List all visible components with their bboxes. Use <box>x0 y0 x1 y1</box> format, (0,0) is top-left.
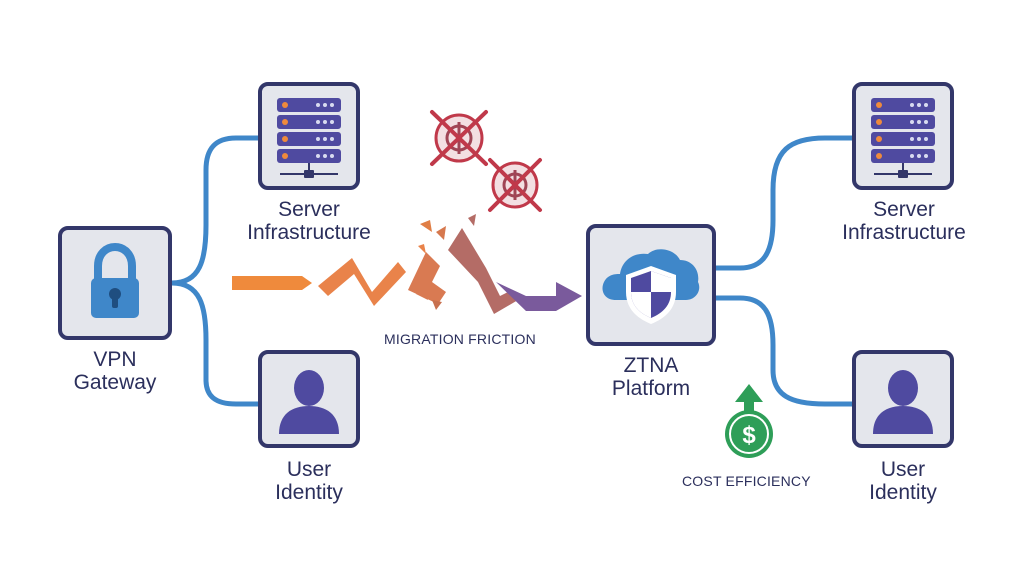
server-rack-icon <box>871 98 935 178</box>
shard <box>468 214 476 226</box>
shard <box>436 226 446 240</box>
user-left-label-line2: Identity <box>275 481 343 504</box>
vpn-gateway-label-line1: VPN <box>93 348 137 371</box>
migration-arrow <box>232 214 582 314</box>
wire-ztna-to-user <box>713 295 857 407</box>
wire-ztna-to-server <box>713 135 857 271</box>
vpn-gateway-label: VPN Gateway <box>58 348 172 394</box>
vpn-gateway-label-line2: Gateway <box>73 371 157 394</box>
user-left-label-line1: User <box>286 458 332 481</box>
server-left-node <box>258 82 360 190</box>
arrow-segment-zigzag-1 <box>318 258 406 306</box>
blocked-cost-icon-1 <box>430 110 488 166</box>
shard <box>420 220 432 232</box>
server-right-label-line2: Infrastructure <box>842 221 966 244</box>
ztna-platform-label-line2: Platform <box>611 377 691 400</box>
padlock-icon <box>91 242 139 318</box>
vpn-gateway-node <box>58 226 172 340</box>
user-right-label-line2: Identity <box>869 481 937 504</box>
server-right-label: Server Infrastructure <box>824 198 984 244</box>
arrow-head <box>496 282 582 311</box>
blocked-cost-icon-2 <box>488 158 542 212</box>
server-left-label-line1: Server <box>278 198 340 221</box>
user-left-label: User Identity <box>249 458 369 504</box>
cloud-shield-icon <box>602 249 700 324</box>
user-right-label: User Identity <box>843 458 963 504</box>
cost-efficiency-icon: $ <box>725 384 773 458</box>
user-icon <box>279 370 339 434</box>
server-right-node <box>852 82 954 190</box>
arrow-segment-zigzag-2 <box>408 252 446 304</box>
svg-text:$: $ <box>742 422 756 449</box>
ztna-platform-label: ZTNA Platform <box>591 354 711 400</box>
wire-vpn-to-server <box>169 135 263 286</box>
ztna-platform-label-line1: ZTNA <box>623 354 679 377</box>
wire-vpn-to-user <box>169 280 263 407</box>
server-left-label-line2: Infrastructure <box>247 221 371 244</box>
shard <box>416 288 428 300</box>
user-right-node <box>852 350 954 448</box>
ztna-platform-node <box>586 224 716 346</box>
user-icon <box>873 370 933 434</box>
migration-friction-caption: MIGRATION FRICTION <box>384 331 536 347</box>
shard <box>432 300 442 310</box>
shard <box>418 244 426 254</box>
server-rack-icon <box>277 98 341 178</box>
server-right-label-line1: Server <box>873 198 935 221</box>
cost-efficiency-caption: COST EFFICIENCY <box>682 473 811 489</box>
arrow-segment-start <box>232 276 312 290</box>
user-left-node <box>258 350 360 448</box>
server-left-label: Server Infrastructure <box>229 198 389 244</box>
user-right-label-line1: User <box>880 458 926 481</box>
arrow-segment-zigzag-3 <box>448 228 518 314</box>
